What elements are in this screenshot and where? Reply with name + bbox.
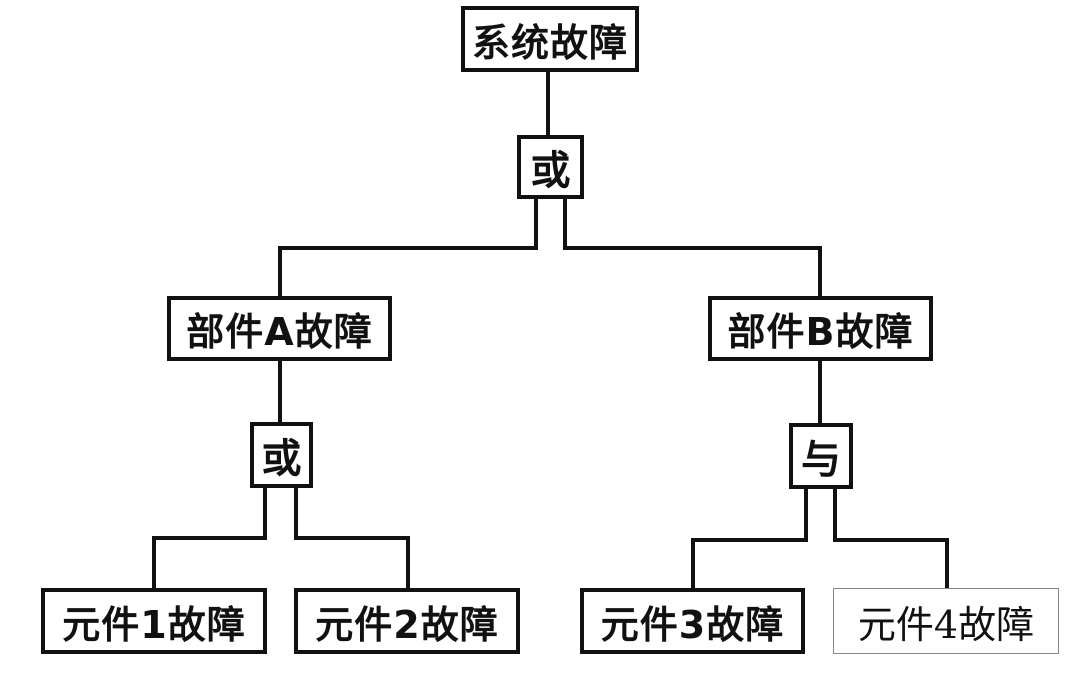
element-4-label: 元件4故障 <box>857 602 1035 647</box>
gate-b-label: 与 <box>801 437 841 483</box>
element-3-label: 元件3故障 <box>600 602 785 647</box>
top-or-gate: 或 <box>517 135 584 199</box>
component-b-failure: 部件B故障 <box>708 296 933 361</box>
component-a-or-gate: 或 <box>250 422 313 488</box>
element-1-label: 元件1故障 <box>62 602 246 647</box>
element-2-failure: 元件2故障 <box>294 588 520 654</box>
component-b-and-gate: 与 <box>789 423 853 489</box>
top-event-label: 系统故障 <box>471 20 628 65</box>
gate-a-label: 或 <box>261 436 302 482</box>
component-b-label: 部件B故障 <box>727 310 914 354</box>
element-1-failure: 元件1故障 <box>41 588 267 654</box>
top-event-system-failure: 系统故障 <box>461 6 639 72</box>
element-2-label: 元件2故障 <box>315 602 499 647</box>
component-a-failure: 部件A故障 <box>167 296 392 361</box>
top-gate-label: 或 <box>530 148 571 194</box>
element-4-failure: 元件4故障 <box>833 588 1059 654</box>
component-a-label: 部件A故障 <box>186 310 373 354</box>
element-3-failure: 元件3故障 <box>580 588 805 654</box>
